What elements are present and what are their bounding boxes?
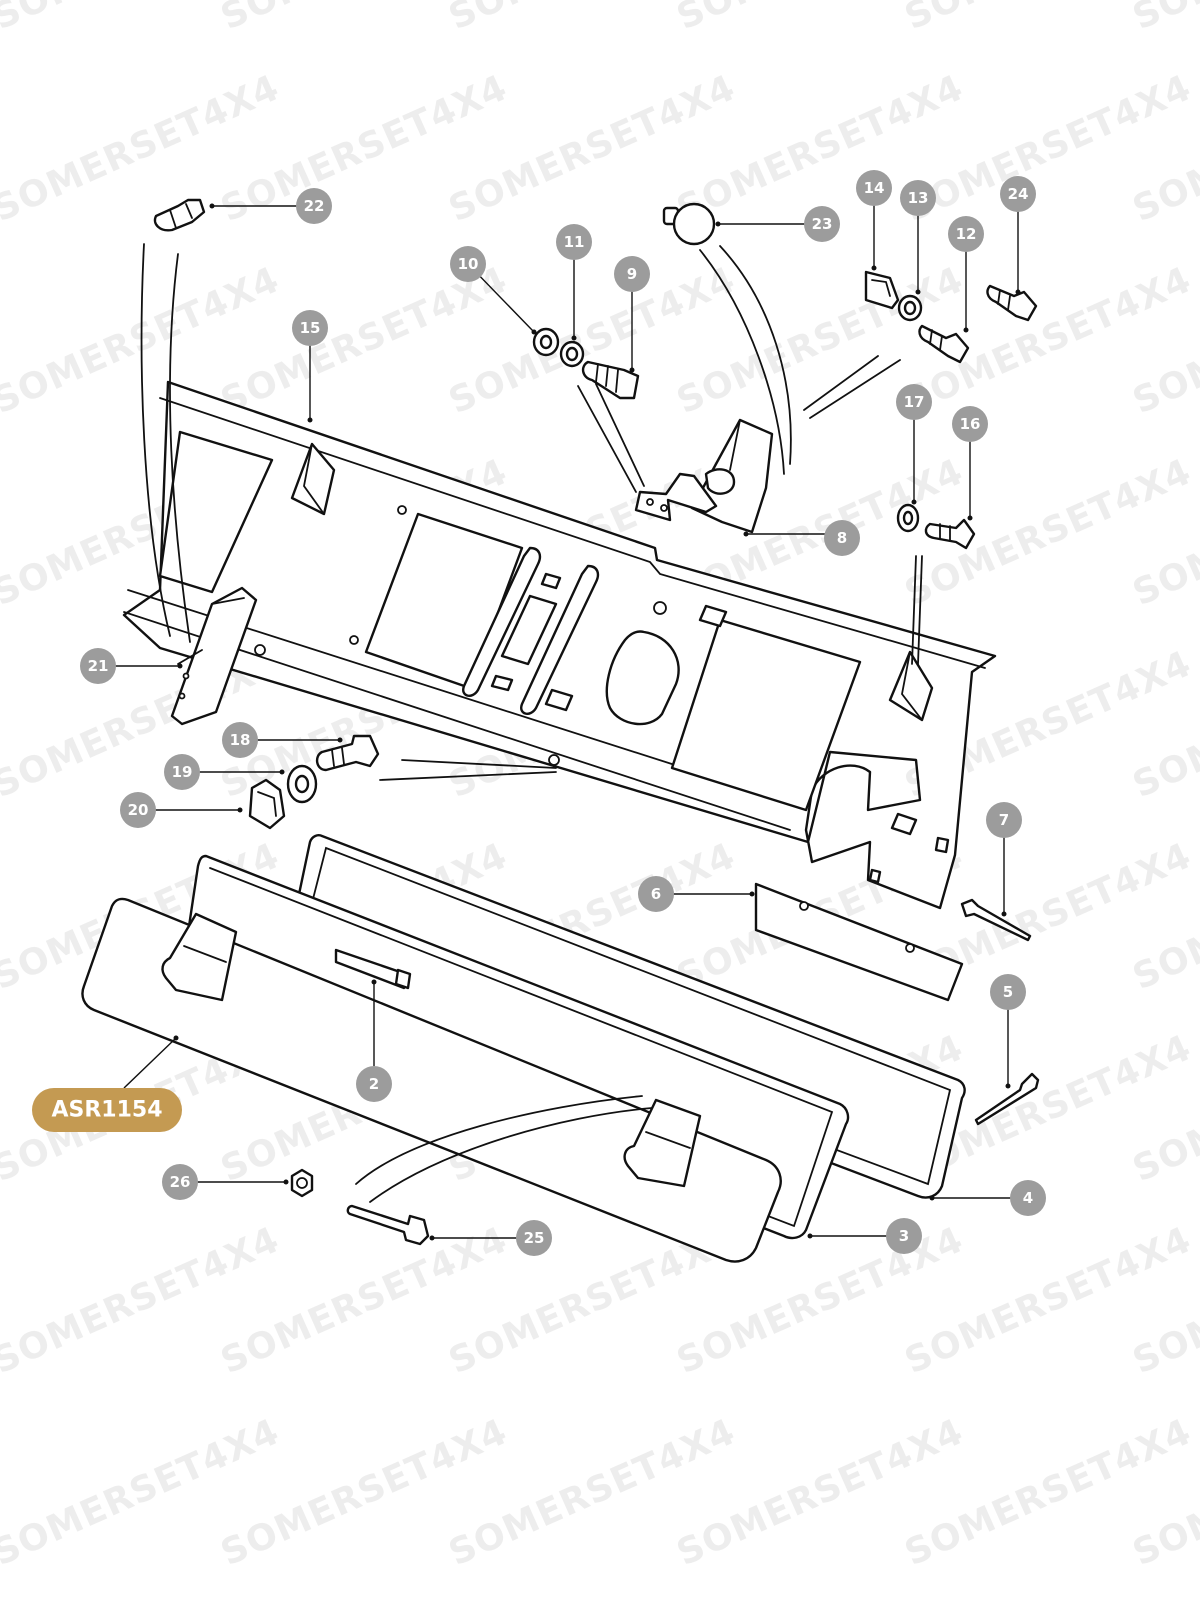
svg-text:8: 8: [837, 529, 847, 547]
svg-text:19: 19: [172, 763, 193, 781]
fastener-22: [153, 198, 206, 232]
svg-text:24: 24: [1008, 185, 1029, 203]
svg-text:9: 9: [627, 265, 637, 283]
screw-18: [315, 734, 380, 772]
callout-19[interactable]: 19: [164, 754, 200, 790]
callout-4[interactable]: 4: [1010, 1180, 1046, 1216]
clip-nut-20: [248, 778, 286, 830]
callout-12[interactable]: 12: [948, 216, 984, 252]
clip-nut-14: [864, 270, 900, 310]
callout-18[interactable]: 18: [222, 722, 258, 758]
svg-text:17: 17: [904, 393, 925, 411]
washer-19: [286, 764, 318, 804]
svg-text:11: 11: [564, 233, 585, 251]
assembly-guides: [140, 243, 923, 1203]
svg-text:4: 4: [1023, 1189, 1033, 1207]
washer-13: [897, 294, 923, 322]
screw-12: [918, 324, 970, 364]
svg-text:3: 3: [899, 1227, 909, 1245]
callout-24[interactable]: 24: [1000, 176, 1036, 212]
svg-text:16: 16: [960, 415, 981, 433]
knob-23: [662, 202, 716, 246]
svg-text:22: 22: [304, 197, 325, 215]
callout-14[interactable]: 14: [856, 170, 892, 206]
callout-13[interactable]: 13: [900, 180, 936, 216]
callout-6[interactable]: 6: [638, 876, 674, 912]
svg-text:25: 25: [524, 1229, 545, 1247]
svg-text:12: 12: [956, 225, 977, 243]
callout-21[interactable]: 21: [80, 648, 116, 684]
callout-10[interactable]: 10: [450, 246, 486, 282]
callout-9[interactable]: 9: [614, 256, 650, 292]
svg-text:20: 20: [128, 801, 149, 819]
callout-26[interactable]: 26: [162, 1164, 198, 1200]
callout-5[interactable]: 5: [990, 974, 1026, 1010]
callout-leaders: [98, 188, 1024, 1241]
callout-16[interactable]: 16: [952, 406, 988, 442]
screw-16: [924, 518, 976, 550]
bolt-25: [346, 1204, 430, 1246]
hinged-lid: [81, 897, 782, 1263]
svg-text:26: 26: [170, 1173, 191, 1191]
callout-7[interactable]: 7: [986, 802, 1022, 838]
svg-text:7: 7: [999, 811, 1009, 829]
hinge-bracket: [634, 418, 774, 534]
bolt-9: [581, 360, 640, 400]
washer-17: [896, 503, 920, 533]
rivet-7: [960, 898, 1032, 942]
rivet-5: [974, 1072, 1040, 1126]
callout-8[interactable]: 8: [824, 520, 860, 556]
svg-text:14: 14: [864, 179, 885, 197]
callout-25[interactable]: 25: [516, 1220, 552, 1256]
callout-20[interactable]: 20: [120, 792, 156, 828]
watermark-text: SOMERSET4X4: [1127, 0, 1200, 38]
side-bracket: [170, 586, 258, 726]
callout-badges: 2 3 4 5 6 7 8 9 10 11 12 13 14 15 16 17 …: [80, 170, 1046, 1256]
reference-code-badge[interactable]: ASR1154: [32, 1088, 182, 1132]
callout-11[interactable]: 11: [556, 224, 592, 260]
svg-text:13: 13: [908, 189, 929, 207]
svg-text:6: 6: [651, 885, 661, 903]
bulkhead-panel: [122, 380, 997, 910]
svg-text:21: 21: [88, 657, 109, 675]
screw-24: [986, 284, 1038, 322]
callout-2[interactable]: 2: [356, 1066, 392, 1102]
callout-17[interactable]: 17: [896, 384, 932, 420]
svg-text:23: 23: [812, 215, 833, 233]
callout-3[interactable]: 3: [886, 1218, 922, 1254]
svg-text:5: 5: [1003, 983, 1013, 1001]
svg-text:18: 18: [230, 731, 251, 749]
washer-10: [532, 327, 560, 357]
washer-11: [559, 340, 585, 368]
nut-26: [290, 1168, 314, 1198]
seal-strip: [754, 882, 964, 1002]
callout-15[interactable]: 15: [292, 310, 328, 346]
svg-text:2: 2: [369, 1075, 379, 1093]
callout-22[interactable]: 22: [296, 188, 332, 224]
svg-text:15: 15: [300, 319, 321, 337]
callout-23[interactable]: 23: [804, 206, 840, 242]
svg-text:10: 10: [458, 255, 479, 273]
svg-text:ASR1154: ASR1154: [51, 1098, 162, 1123]
